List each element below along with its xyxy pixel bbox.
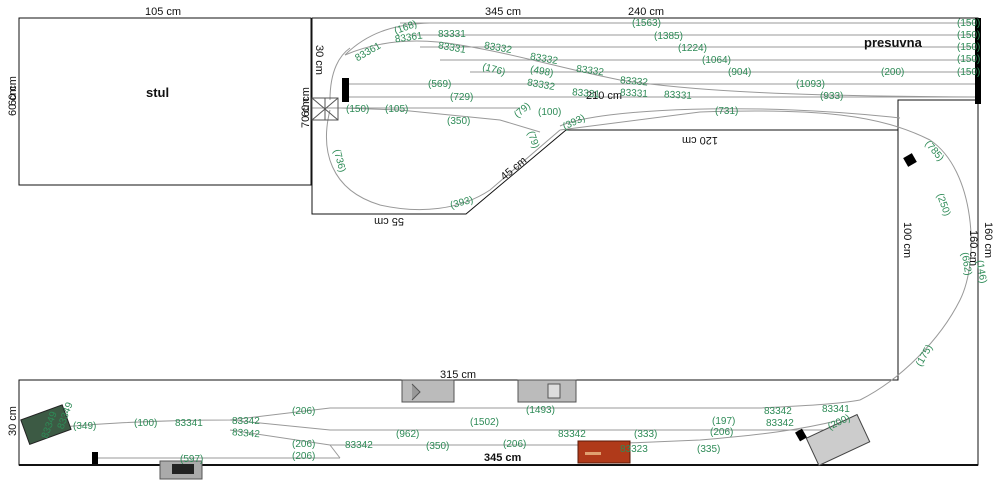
track-label: (1224) [678,43,707,54]
track-label: (731) [715,106,738,117]
track-label: (206) [292,406,315,417]
track-label: 83342 [766,418,794,429]
track-label: (250) [934,192,952,218]
track-label: (100) [538,107,561,118]
track-label: (150) [957,54,980,65]
track-label: (785) [922,139,945,164]
track-label: (206) [710,427,733,438]
track-label: (206) [292,451,315,462]
dim-345-bottom: 345 cm [484,452,522,464]
buildings [20,379,871,480]
track-label: (349) [73,421,96,432]
track-label: (206) [292,439,315,450]
track-label: (79) [525,130,541,150]
track-label: (105) [385,104,408,115]
track-label: (150) [346,104,369,115]
dim-60c: 60 cm [300,87,312,117]
track-label: (333) [634,429,657,440]
track-label: 83342 [764,406,792,417]
dim-30b: 30 cm [7,406,19,436]
track-label: (729) [450,92,473,103]
inner-board-outline [311,18,898,215]
track-label: (597) [180,454,203,465]
track-label: (1093) [796,79,825,90]
dim-120: 120 cm [682,134,718,146]
fiddle-yard-tracks [329,22,976,101]
track-label: (200) [881,67,904,78]
track-label: (1563) [632,18,661,29]
track-label: (498) [529,64,554,79]
dim-345-top: 345 cm [485,6,521,18]
dim-30a: 30 cm [313,45,325,75]
dim-70: 70 cm [300,98,312,128]
track-label: 83341 [822,404,850,415]
track-label: (662) [959,252,974,277]
track-label: 83331 [438,29,466,40]
dim-60a: 60 cm [7,86,19,116]
dim-210: 210 cm [586,90,622,102]
track-label: (933) [820,91,843,102]
buffer-stops [92,18,981,464]
dim-55: 55 cm [374,215,404,227]
dim-60b: 60 cm [7,76,19,106]
track-label: 83361 [394,31,424,46]
track-label: 83332 [483,40,513,56]
track-label: (146) [974,259,989,284]
track-label: 83332 [526,77,556,93]
loop-tracks [312,107,972,401]
dim-100: 100 cm [901,222,913,258]
track-label: 83331 [620,87,649,99]
dim-240: 240 cm [628,6,664,18]
table-outline [18,17,312,186]
dim-45: 45 cm [498,155,529,183]
track-label: (335) [697,444,720,455]
track-label: 83331 [437,40,467,56]
track-label: (175) [914,343,935,369]
track-label: 83332 [620,75,649,88]
track-label: (736) [331,148,348,173]
track-label: 83341 [175,418,203,429]
track-label: (569) [428,79,451,90]
dim-160b: 160 cm [982,222,994,258]
track-label: 83342 [345,440,373,451]
dim-105: 105 cm [145,6,181,18]
track-label: 83332 [529,51,559,67]
track-label: (1385) [654,31,683,42]
track-label: 83323 [620,444,648,455]
track-label: (1502) [470,417,499,428]
table-label: stul [146,85,169,100]
track-label: (1493) [526,405,555,416]
track-label: (962) [396,429,419,440]
track-label: 83331 [572,87,601,100]
dim-315: 315 cm [440,369,476,381]
track-label: (1064) [702,55,731,66]
track-label: (350) [426,441,449,452]
track-label: (150) [957,30,980,41]
station-tracks [39,399,861,459]
track-label: 83331 [664,89,693,101]
track-label: 83342 [232,416,260,427]
track-label: (150) [957,18,980,29]
track-label: 83332 [575,64,605,79]
track-label: (904) [728,67,751,78]
track-label: (176) [481,62,506,79]
station-labels: (349) (100) 83341 83342 83342 (206) (149… [40,400,852,465]
crossing-box [311,97,339,121]
track-label: 83342 [232,427,261,440]
track-label: (100) [134,418,157,429]
track-label: (393) [449,195,474,212]
dim-160a: 160 cm [967,230,979,266]
track-label: (206) [503,439,526,450]
track-label: (150) [957,67,980,78]
track-label: (197) [712,416,735,427]
track-label: (79) [512,101,533,121]
track-label: (350) [447,116,470,127]
traverser-label: presuvna [864,35,923,50]
track-label: (150) [957,42,980,53]
track-label: 83342 [558,429,586,440]
loop-labels: (150) (105) (350) (79) (100) (79) (393) … [331,101,989,369]
